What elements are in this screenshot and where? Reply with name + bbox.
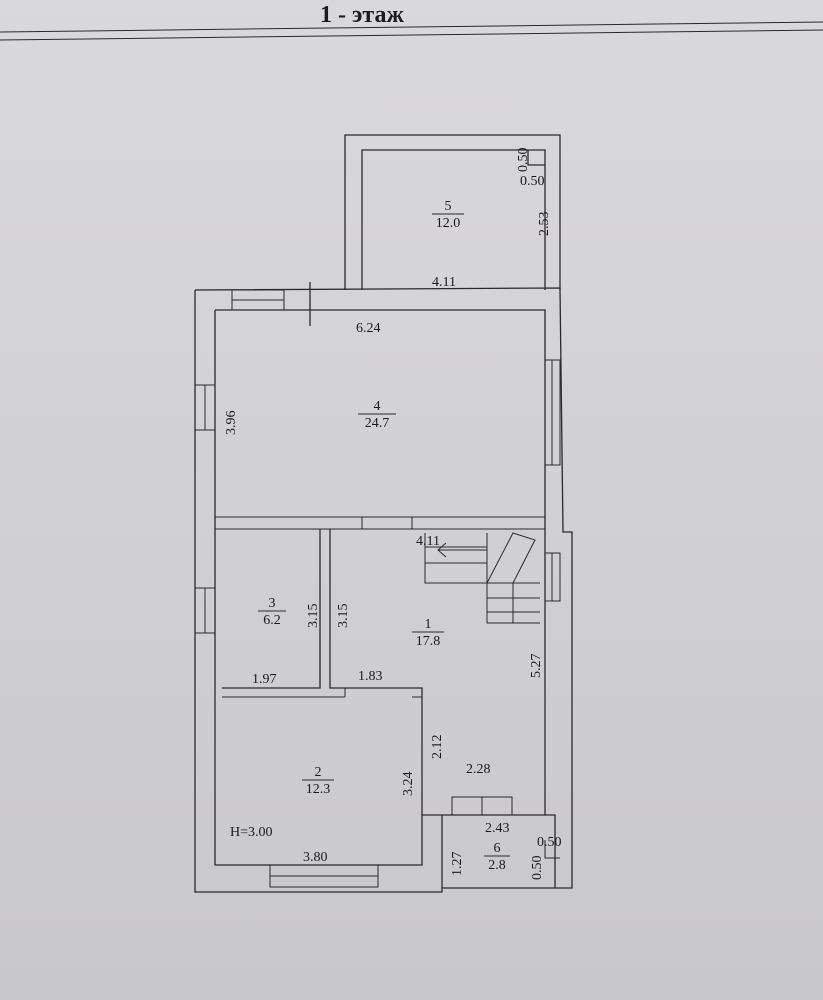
room-number: 5 [445, 199, 452, 214]
room-5-walls [344, 134, 561, 290]
window-bottom-room2 [269, 864, 379, 888]
dim-label: 0.50 [537, 835, 562, 850]
wall-room3-right [222, 529, 423, 815]
room-number: 4 [374, 399, 381, 414]
room-4-label: 4 24.7 [358, 399, 396, 431]
window-top-left [231, 282, 311, 326]
window-right-upper [544, 359, 561, 466]
dim-label: 3.24 [401, 772, 416, 797]
dim-label: 3.80 [303, 850, 328, 865]
window-left-lower [194, 587, 216, 634]
window-left-upper [194, 384, 216, 431]
room-2-label: 2 12.3 [302, 765, 334, 797]
dim-label: 4.11 [432, 275, 456, 290]
dim-label: 1.83 [358, 669, 383, 684]
dim-label: 0.50 [530, 856, 545, 881]
outer-walls [194, 287, 573, 893]
staircase [424, 532, 540, 624]
room-6-walls [441, 796, 560, 888]
dim-label: 2.28 [466, 762, 491, 777]
dim-label: 1.97 [252, 672, 277, 687]
room-number: 3 [269, 596, 276, 611]
dim-label: 5.27 [529, 654, 544, 679]
wall-room4-bottom [214, 516, 546, 530]
header-rule [0, 29, 823, 41]
room-number: 1 [425, 617, 432, 632]
dim-label: 2.12 [430, 735, 445, 760]
dim-label: 3.15 [306, 604, 321, 629]
room-number: 2 [315, 765, 322, 780]
room-1-label: 1 17.8 [412, 617, 444, 649]
room-5-label: 5 12.0 [432, 199, 464, 231]
dim-label: 1.27 [450, 852, 465, 877]
dim-label: 0.50 [520, 174, 545, 189]
dim-label: 2.43 [485, 821, 510, 836]
room-area: 12.3 [306, 782, 331, 797]
room-area: 6.2 [263, 613, 281, 628]
room-3-label: 3 6.2 [258, 596, 286, 628]
room-number: 6 [494, 841, 501, 856]
dim-label: 6.24 [356, 321, 381, 336]
dim-label: 0.50 [516, 148, 531, 173]
floor-title: 1 - этаж [320, 2, 404, 28]
dim-label: 3.15 [336, 604, 351, 629]
ceiling-height-label: H=3.00 [230, 825, 273, 840]
room-6-label: 6 2.8 [484, 841, 510, 873]
room-area: 12.0 [436, 216, 461, 231]
dim-label: 3.96 [224, 411, 239, 436]
room-area: 24.7 [365, 416, 390, 431]
room-area: 17.8 [416, 634, 441, 649]
window-right-lower [544, 552, 561, 602]
dim-label: 4.11 [416, 534, 440, 549]
header-rule [0, 21, 823, 33]
dim-label: 2.53 [537, 212, 552, 237]
room-area: 2.8 [488, 858, 506, 873]
